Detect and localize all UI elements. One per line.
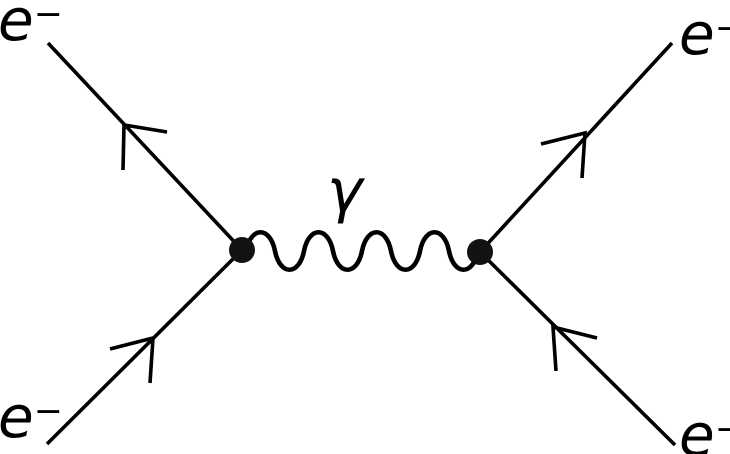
charge-superscript: − (714, 8, 730, 49)
fermion-line-top-right (478, 41, 674, 254)
charge-superscript: − (33, 391, 63, 432)
electron-label-top-right: e− (679, 5, 730, 63)
charge-superscript: − (33, 0, 63, 35)
electron-label-bottom-right: e− (679, 406, 730, 454)
electron-symbol: e (0, 383, 34, 451)
electron-label-top-left: e− (0, 0, 63, 49)
vertex-left (229, 237, 255, 263)
arrow-bottom-left (109, 335, 155, 384)
electron-label-bottom-left: e− (0, 388, 63, 446)
arrow-bottom-right (551, 324, 598, 372)
photon-label: γ (327, 156, 363, 226)
electron-symbol: e (0, 0, 34, 54)
fermion-line-top-left (46, 41, 244, 252)
vertex-right (467, 239, 493, 265)
photon-line (243, 230, 481, 272)
electron-symbol: e (679, 0, 715, 68)
electron-symbol: e (679, 401, 715, 454)
fermion-line-bottom-right (478, 250, 677, 447)
arrow-top-left (121, 122, 168, 171)
arrow-top-right (540, 130, 587, 179)
fermion-line-bottom-left (45, 248, 244, 446)
charge-superscript: − (714, 409, 730, 450)
